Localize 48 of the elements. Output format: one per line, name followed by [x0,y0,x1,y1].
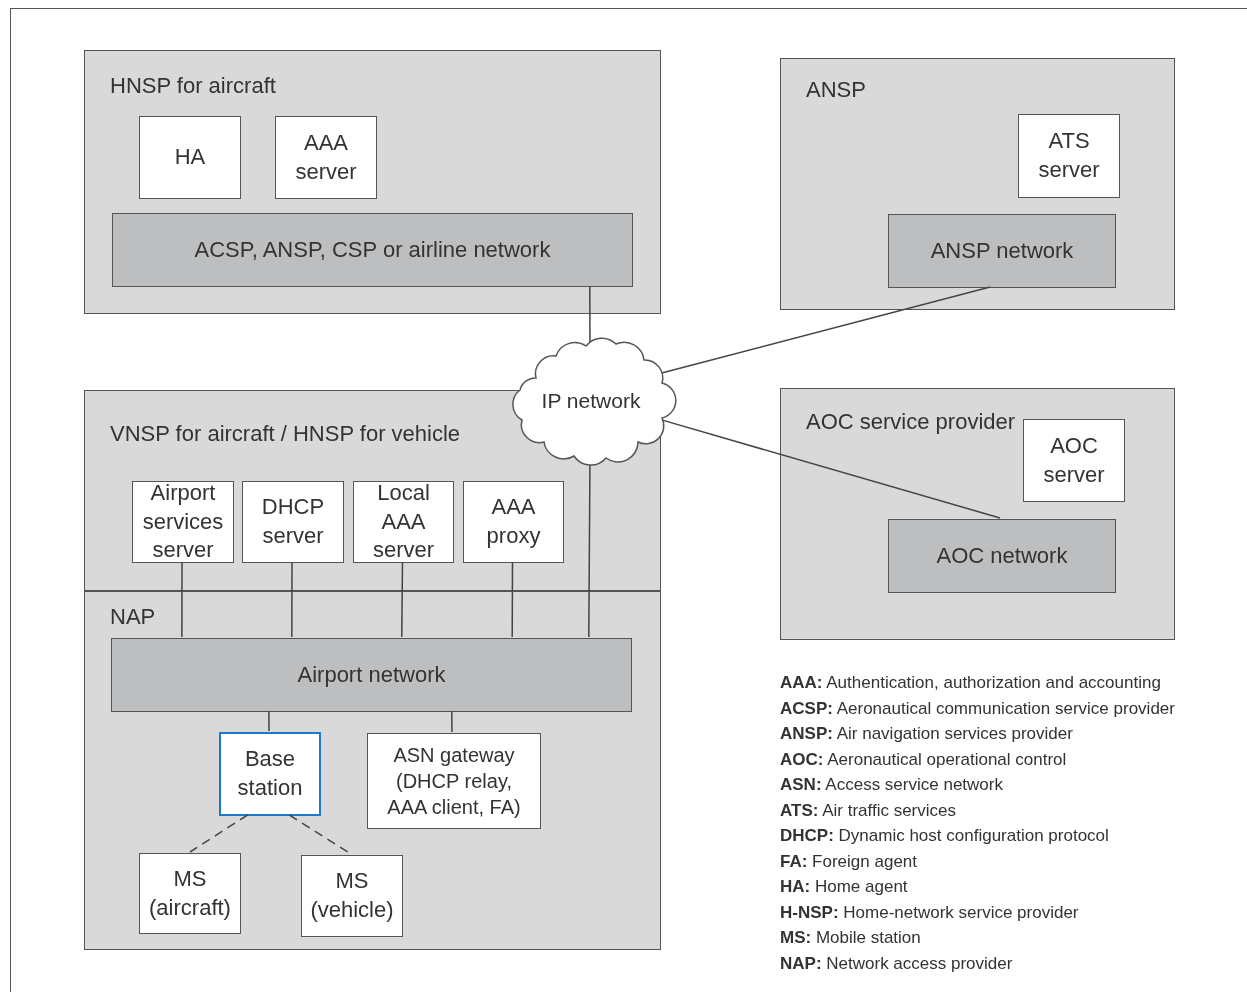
connector-line [291,561,293,638]
connector-line [589,285,591,343]
legend-entry: AOC: Aeronautical operational control [780,748,1068,771]
connector-line [511,561,514,638]
legend-entry: AAA: Authentication, authorization and accounting [780,672,1162,694]
server-box: Airport services server [132,481,234,563]
network-bar: Airport network [111,638,632,712]
legend-entry: HA: Home agent [780,876,909,898]
legend-entry: DHCP: Dynamic host configuration protocol [780,825,1110,847]
network-bar: ANSP network [888,214,1116,288]
panel-title: AOC service provider [806,409,1016,435]
provider-panel [84,591,661,950]
server-box: AAA server [275,116,377,199]
panel-title: NAP [110,604,156,630]
server-box: HA [139,116,241,199]
legend-entry: NAP: Network access provider [780,952,1014,975]
legend-entry: FA: Foreign agent [780,850,919,873]
connector-line [268,710,270,732]
panel-title: ANSP [806,77,866,103]
legend-entry: MS: Mobile station [780,927,922,949]
panel-title: VNSP for aircraft / HNSP for vehicle [110,421,461,447]
network-bar: ACSP, ANSP, CSP or airline network [112,213,633,287]
network-bar: AOC network [888,519,1116,593]
legend-entry: H-NSP: Home-network service provider [780,901,1080,924]
server-box: ASN gateway (DHCP relay, AAA client, FA) [367,733,541,829]
server-box: DHCP server [242,481,344,563]
connector-line [181,561,183,638]
server-box: AOC server [1023,419,1125,502]
provider-panel [780,58,1175,310]
legend-entry: ATS: Air traffic services [780,799,958,822]
server-box: AAA proxy [463,481,564,563]
server-box: Local AAA server [353,481,454,563]
legend-entry: ASN: Access service network [780,774,1004,796]
wireless-link [189,814,249,853]
provider-panel [84,390,661,591]
connector-line [401,561,404,638]
server-box: MS (vehicle) [301,855,403,937]
connector-line [451,710,453,733]
legend-entry: ACSP: Aeronautical communication service provider [780,697,1175,720]
provider-panel [84,50,661,314]
panel-title: HNSP for aircraft [110,73,276,99]
server-box: MS (aircraft) [139,853,241,934]
connector-line [660,286,991,375]
server-box: Base station [219,732,321,816]
legend-entry: ANSP: Air navigation services provider [780,723,1074,745]
server-box: ATS server [1018,114,1120,198]
cloud-label: IP network [541,388,641,415]
provider-panel [780,388,1175,640]
